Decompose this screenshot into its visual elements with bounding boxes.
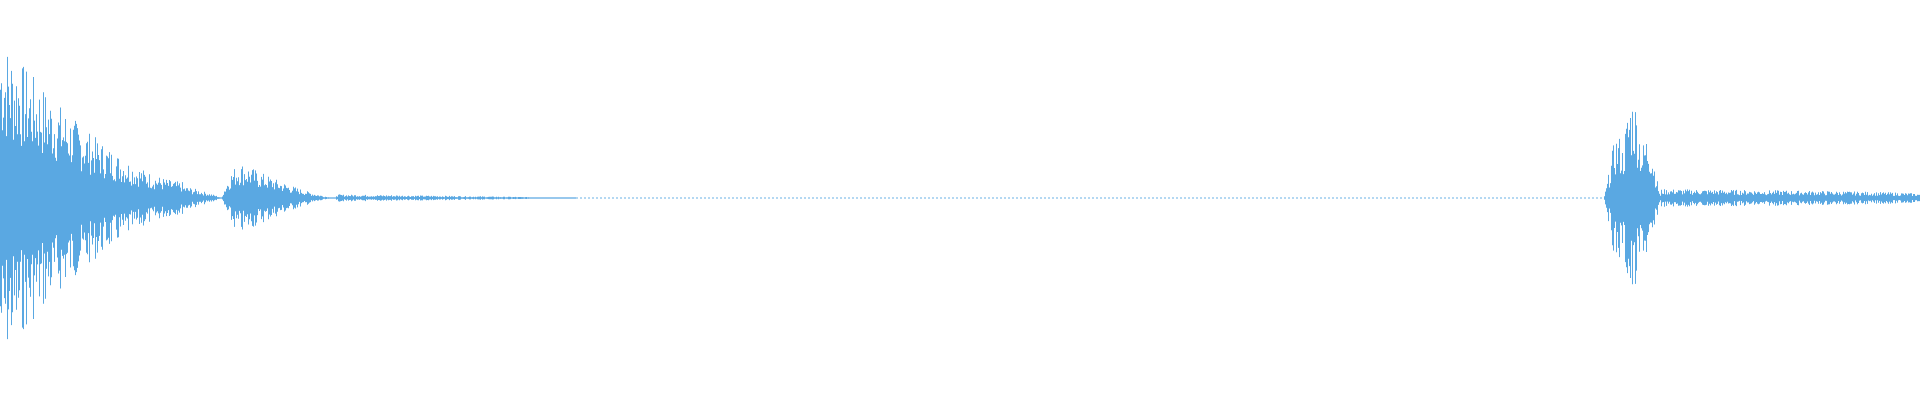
- audio-waveform: [0, 56, 1920, 340]
- waveform-panel: [0, 56, 1920, 340]
